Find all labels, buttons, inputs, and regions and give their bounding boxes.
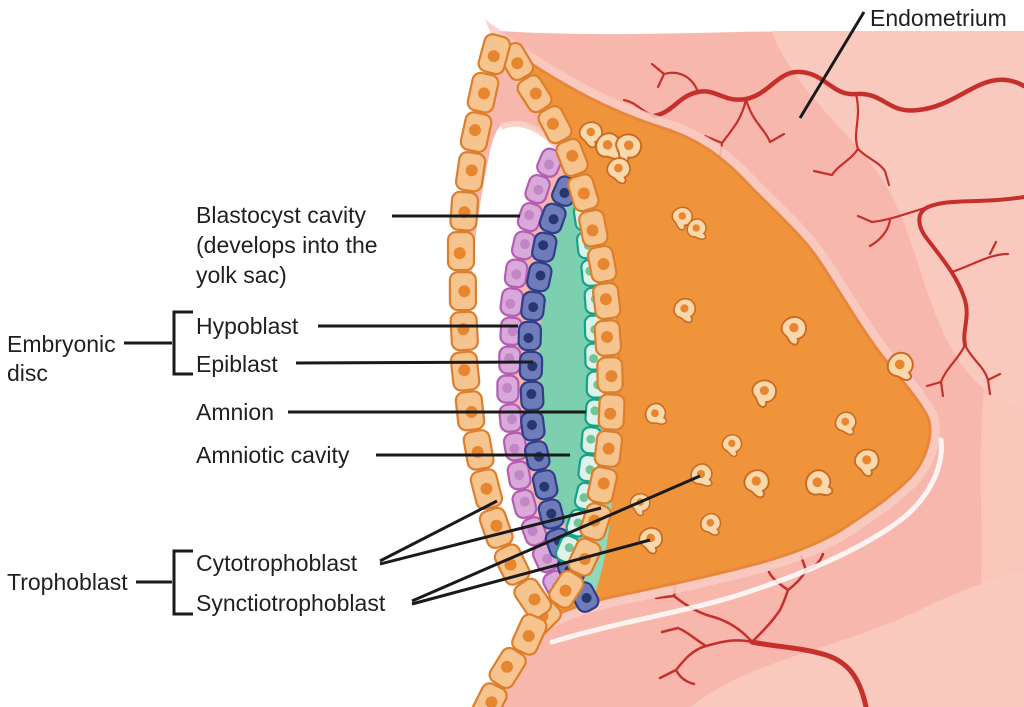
label-blastocyst-cavity: Blastocyst cavity (develops into the yol…	[196, 200, 378, 290]
label-hypoblast: Hypoblast	[196, 313, 299, 339]
label-line: Embryonic	[7, 331, 116, 357]
blood-vessels-right	[856, 195, 1024, 398]
label-line: (develops into the	[196, 232, 378, 258]
label-cytotrophoblast: Cytotrophoblast	[196, 550, 358, 576]
embryonic-disc-bracket	[172, 310, 193, 376]
label-embryonic-disc: Embryonic disc	[7, 330, 116, 388]
endometrium-pointer	[798, 11, 866, 119]
synctiotrophoblast-pointer	[411, 474, 701, 603]
trophoblast-bracket	[172, 549, 193, 616]
label-amnion: Amnion	[196, 399, 274, 425]
label-epiblast: Epiblast	[196, 351, 278, 377]
outer-cytotrophoblast-cells	[446, 33, 553, 707]
floating-trophoblast-cells	[578, 121, 914, 555]
cell-layers	[446, 33, 914, 707]
cytotrophoblast-pointer	[379, 499, 498, 563]
label-synctiotrophoblast: Synctiotrophoblast	[196, 590, 386, 616]
label-trophoblast: Trophoblast	[7, 569, 128, 595]
label-line: yolk sac)	[196, 262, 287, 288]
pointer-lines	[124, 11, 866, 616]
label-endometrium: Endometrium	[870, 5, 1007, 31]
synctiotrophoblast-pointer	[411, 538, 651, 606]
endometrium-light-patch	[772, 31, 1024, 410]
label-line: Blastocyst cavity	[196, 202, 366, 228]
endometrium-light-patch	[971, 380, 1024, 707]
cytotrophoblast-pointer	[379, 506, 602, 566]
tissue-highlight-line	[549, 437, 944, 645]
endometrium-light-patch	[690, 570, 1024, 707]
label-amniotic-cavity: Amniotic cavity	[196, 442, 350, 468]
blood-vessels-upper	[622, 62, 1024, 187]
epiblast-pointer	[295, 360, 534, 365]
label-line: disc	[7, 360, 48, 386]
